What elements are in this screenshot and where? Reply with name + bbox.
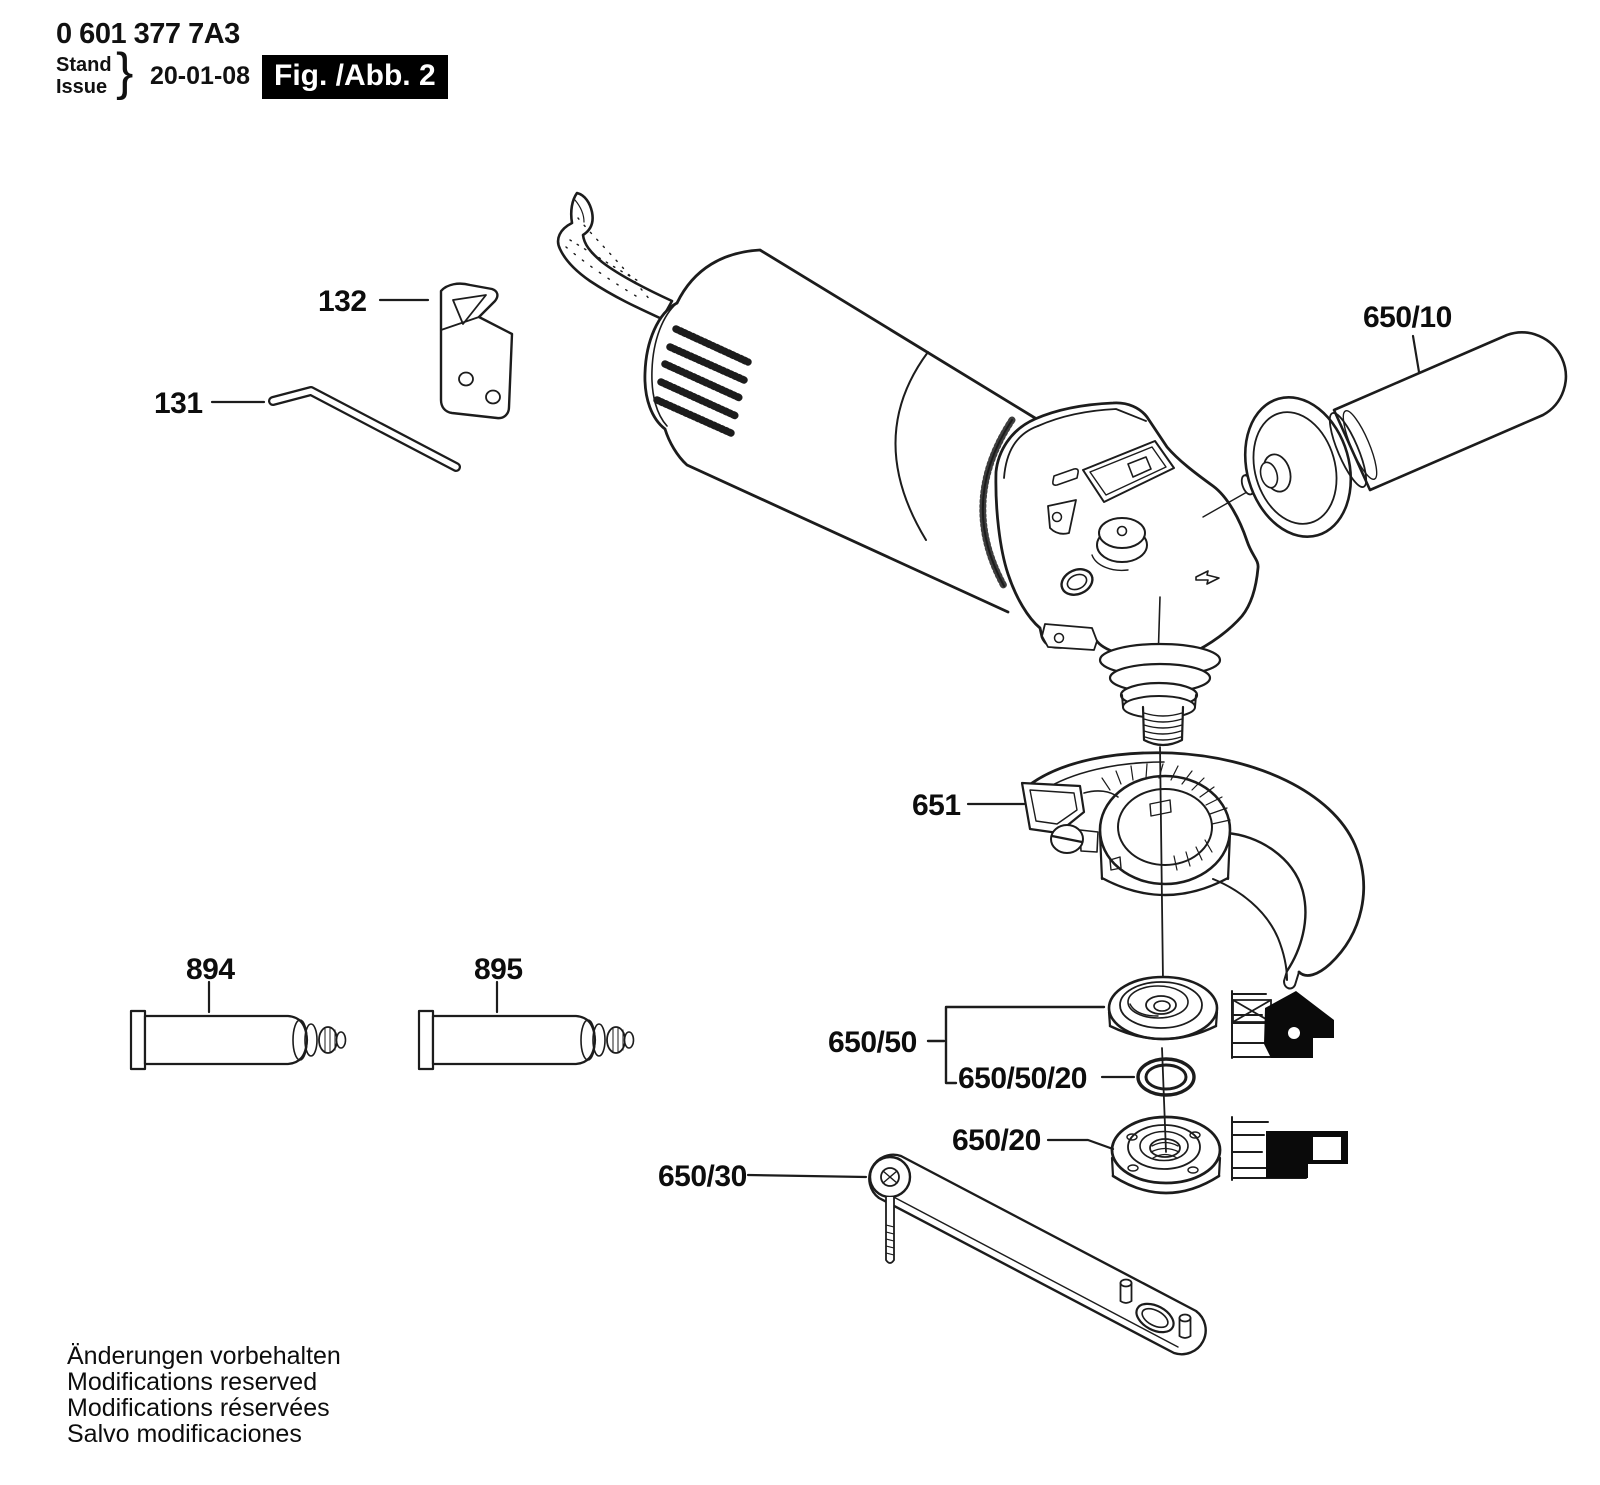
part-label-894: 894 [186,953,235,986]
issue-label: Issue [56,76,108,98]
part-label-131: 131 [154,387,203,420]
backing-flange-drawing [1107,975,1219,1041]
footer-note-line-en: Modifications reserved [67,1368,318,1396]
spindle-thread [1141,705,1185,747]
spindle-lock-knob [1091,517,1148,572]
tube-895-cap [606,1026,635,1054]
power-cord-drawing [556,191,674,321]
part-label-651: 651 [912,789,961,822]
part-label-650-50: 650/50 [828,1026,917,1059]
clamp-screw [1050,824,1099,854]
mounting-bracket-drawing [439,282,514,420]
part-label-650-10: 650/10 [1363,301,1452,334]
part-label-132: 132 [318,285,367,318]
tube-894-cap [318,1026,347,1054]
clamping-nut-drawing [1110,1115,1222,1195]
modification-notes: Änderungen vorbehalten Modifications res… [67,1343,341,1447]
leader-lines [207,298,1421,1179]
part-label-895: 895 [474,953,523,986]
band-knurling [1101,763,1231,871]
hex-key-drawing [268,386,461,472]
part-label-650-30: 650/30 [658,1160,747,1193]
stand-issue-brace: } [116,43,134,101]
assembly-axis-line [1159,746,1164,982]
stand-label: Stand [56,54,112,76]
pin-spanner-drawing [868,1153,1207,1356]
grease-tube-894-drawing [129,1009,347,1071]
part-label-650-20: 650/20 [952,1124,1041,1157]
footer-note-line-de: Änderungen vorbehalten [67,1342,341,1370]
leader-650-30 [746,1173,868,1179]
grease-tube-895-drawing [417,1009,635,1071]
document-part-number: 0 601 377 7A3 [56,18,240,50]
vent-slots [653,325,752,437]
flange-cross-section-icon [1231,990,1334,1059]
spanner-pin-front [885,1196,895,1264]
gear-head-drawing [994,401,1260,747]
assembly-axis-line-lower [1161,1047,1167,1153]
leader-650-10 [1411,334,1421,374]
spanner-pin-2 [1178,1313,1192,1339]
part-label-650-50-20: 650/50/20 [958,1062,1087,1095]
leader-650-20 [1046,1138,1115,1151]
spanner-pin-1 [1119,1278,1133,1304]
o-ring-drawing [1136,1057,1196,1097]
leader-650-50-bracket [926,1005,1106,1085]
issue-date: 20-01-08 [150,62,251,90]
figure-number-badge: Fig. /Abb. 2 [262,55,448,99]
footer-note-line-es: Salvo modificaciones [67,1420,302,1448]
wheel-guard-drawing [1020,751,1366,990]
footer-note-line-fr: Modifications réservées [67,1394,330,1422]
rotation-arrow-icon [1195,570,1220,585]
side-handle-drawing [1202,331,1568,538]
motor-housing-drawing [643,248,1042,614]
nut-cross-section-icon [1231,1116,1348,1181]
